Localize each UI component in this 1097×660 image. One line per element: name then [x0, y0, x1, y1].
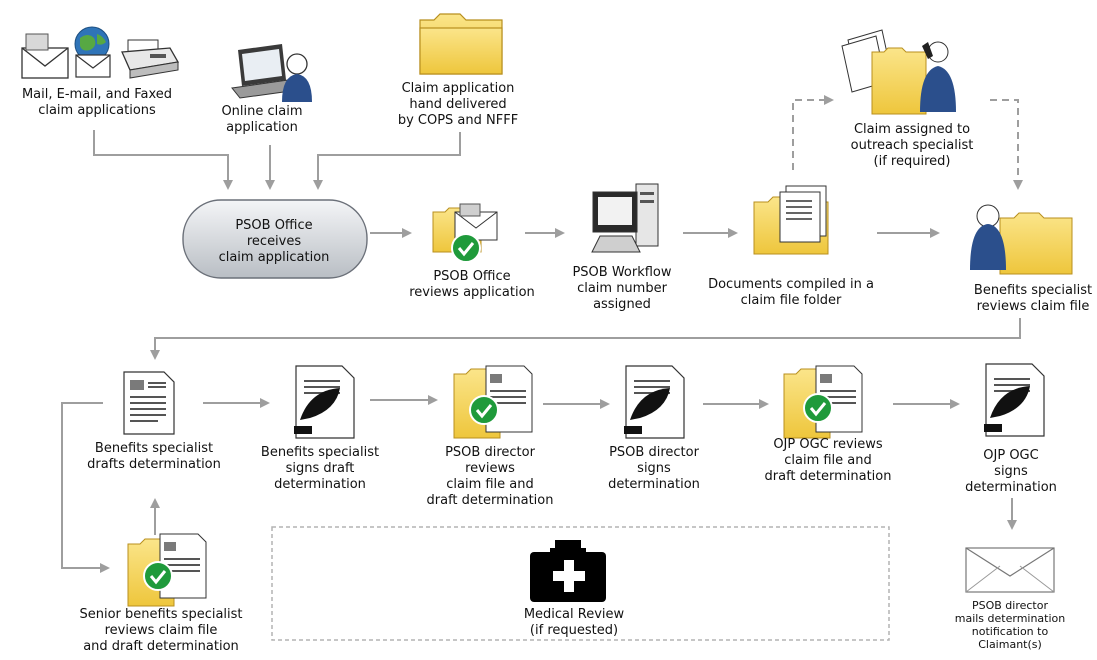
director-signs-label-line: signs [637, 461, 671, 476]
ojp-signs-label-line: OJP OGC [983, 448, 1038, 463]
outreach-label-line: outreach specialist [851, 138, 974, 153]
arrow-outreach-to-benefits [990, 99, 1023, 190]
hand-label-line: hand delivered [409, 97, 506, 112]
person-icon [282, 53, 312, 102]
medical-review-box [271, 526, 890, 641]
office-node-shape [182, 199, 368, 279]
mail-label-line: Mail, E-mail, and Faxed [22, 87, 172, 102]
ojp-signs-label-line: determination [965, 480, 1057, 495]
signs-draft-label-line: determination [274, 477, 366, 492]
mails-label-line: mails determination [955, 612, 1066, 625]
mails-label-line: PSOB director [972, 599, 1048, 612]
envelope-icon [965, 547, 1055, 593]
mails-label-line: notification to [972, 625, 1049, 638]
mail-label-line: claim applications [38, 103, 156, 118]
medical-label-line: (if requested) [530, 623, 618, 638]
computer-icon [591, 183, 659, 253]
drafts-label-line: Benefits specialist [95, 441, 213, 456]
outreach-label-line: Claim assigned to [854, 122, 970, 137]
senior-label-line: and draft determination [83, 639, 239, 654]
document-icon [123, 371, 175, 435]
director-signs-label-line: determination [608, 477, 700, 492]
drafts-label-line: drafts determination [87, 457, 221, 472]
ojp-reviews-label-line: claim file and [784, 453, 872, 468]
medical-bag-icon [530, 540, 606, 602]
signs-draft-label-line: signs draft [286, 461, 355, 476]
reviews-icon [432, 203, 498, 263]
workflow-label-line: claim number [577, 281, 668, 296]
director-reviews-label-line: PSOB director [445, 445, 535, 460]
ojp-reviews-label-line: draft determination [765, 469, 892, 484]
envelope-icon [21, 33, 69, 79]
signed-document-icon [294, 365, 355, 439]
benefits-review-label-line: reviews claim file [977, 299, 1090, 314]
compiled-label-line: claim file folder [741, 293, 842, 308]
reviews-label-line: PSOB Office [433, 269, 510, 284]
director-reviews-label-line: reviews [465, 461, 515, 476]
workflow-label-line: PSOB Workflow [572, 265, 671, 280]
arrow-mail-to-office [93, 130, 233, 190]
laptop-icon [231, 44, 300, 99]
hand-label-line: by COPS and NFFF [398, 113, 518, 128]
director-review-icon [453, 365, 533, 439]
director-signs-label-line: PSOB director [609, 445, 699, 460]
connectors [61, 95, 1023, 573]
ojp-signs-label-line: signs [994, 464, 1028, 479]
signed-document-icon [624, 365, 685, 439]
outreach-icon [841, 29, 956, 115]
office-label-line: claim application [219, 250, 330, 265]
benefits-review-icon [970, 204, 1073, 275]
mails-label-line: Claimant(s) [978, 638, 1042, 651]
ojp-reviews-label-line: OJP OGC reviews [773, 437, 883, 452]
hand-label-line: Claim application [402, 81, 515, 96]
director-reviews-label-line: draft determination [427, 493, 554, 508]
workflow-label-line: assigned [593, 297, 651, 312]
arrow-drafts-to-senior [61, 402, 110, 573]
office-label-line: receives [247, 234, 302, 249]
outreach-label-line: (if required) [874, 154, 951, 169]
arrow-benefits-to-drafts [150, 318, 1021, 360]
senior-review-icon [127, 533, 207, 607]
reviews-label-line: reviews application [409, 285, 535, 300]
folder-icon [419, 13, 503, 75]
online-label-line: application [226, 120, 298, 135]
senior-label-line: Senior benefits specialist [79, 607, 242, 622]
fax-icon [121, 39, 180, 79]
compiled-label-line: Documents compiled in a [708, 277, 874, 292]
medical-label: Medical Review(if requested) [524, 607, 625, 638]
signs-draft-label-line: Benefits specialist [261, 445, 379, 460]
online-label-line: Online claim [221, 104, 302, 119]
arrow-hand-to-office [313, 132, 461, 190]
ojp-review-icon [783, 365, 863, 439]
globe-icon [74, 26, 111, 78]
director-reviews-label-line: claim file and [446, 477, 534, 492]
medical-label-line: Medical Review [524, 607, 625, 622]
arrow-compiled-to-outreach [792, 95, 834, 170]
office-label-line: PSOB Office [235, 218, 312, 233]
signed-document-icon [984, 363, 1045, 437]
compiled-icon [753, 185, 829, 255]
senior-label-line: reviews claim file [105, 623, 218, 638]
benefits-review-label-line: Benefits specialist [974, 283, 1092, 298]
